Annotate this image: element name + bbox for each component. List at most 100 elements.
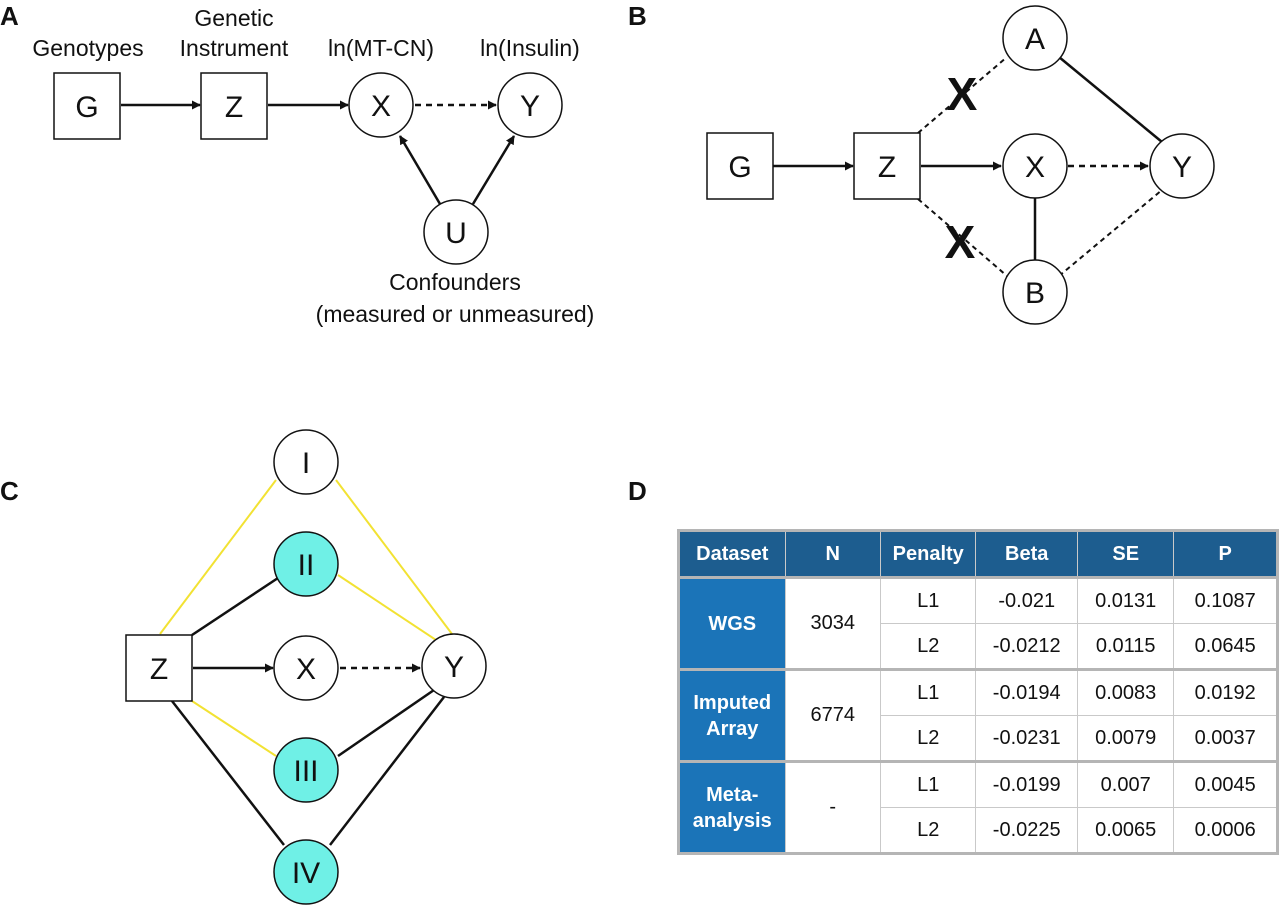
edge-z-i-c <box>159 479 277 635</box>
caption-confounders-line1: Confounders <box>389 269 521 295</box>
penalty-cell: L2 <box>879 807 977 854</box>
se-cell: 0.0115 <box>1076 623 1175 670</box>
results-table: Dataset N Penalty Beta SE P WGS 3034 L1 … <box>677 529 1279 855</box>
caption-genotypes: Genotypes <box>32 35 143 61</box>
header-dataset: Dataset <box>678 530 786 578</box>
svg-text:X: X <box>296 653 316 686</box>
table-row: Meta-analysis - L1 -0.0199 0.007 0.0045 <box>678 760 1278 854</box>
svg-text:U: U <box>445 217 467 250</box>
blocked-mark-lower: X <box>945 216 976 268</box>
caption-instrument-line1: Genetic <box>194 5 273 31</box>
edge-ii-y-c <box>337 574 437 641</box>
edge-i-y-c <box>335 479 453 635</box>
beta-cell: -0.021 <box>975 576 1078 624</box>
p-cell: 0.1087 <box>1173 576 1278 624</box>
se-cell: 0.0065 <box>1076 807 1175 854</box>
beta-cell: -0.0199 <box>975 760 1078 808</box>
header-n: N <box>784 530 882 578</box>
penalty-cell: L1 <box>879 576 977 624</box>
panel-label-a: A <box>0 1 19 31</box>
svg-text:G: G <box>75 91 98 124</box>
svg-text:Z: Z <box>878 151 896 184</box>
panel-label-c: C <box>0 476 19 506</box>
panel-label-b: B <box>628 1 647 31</box>
node-y: Y <box>497 72 563 138</box>
node-ii-c: II <box>273 531 339 597</box>
se-cell: 0.0079 <box>1076 715 1175 762</box>
panel-label-d: D <box>628 476 647 506</box>
node-z-c: Z <box>125 634 193 702</box>
p-cell: 0.0045 <box>1173 760 1278 808</box>
dataset-label-line1: Imputed <box>693 691 772 714</box>
node-z-b: Z <box>853 132 921 200</box>
svg-text:X: X <box>1025 151 1045 184</box>
blocked-mark-upper: X <box>947 68 978 120</box>
header-p: P <box>1173 530 1278 578</box>
svg-text:Z: Z <box>150 653 168 686</box>
edge-z-iii-c <box>191 700 277 757</box>
svg-text:Y: Y <box>520 90 540 123</box>
edge-iv-y-c <box>329 696 445 846</box>
table-row: WGS 3034 L1 -0.021 0.0131 0.1087 <box>678 576 1278 670</box>
p-cell: 0.0192 <box>1173 668 1278 716</box>
edge-u-x <box>398 135 442 205</box>
n-cell: 3034 <box>784 576 882 670</box>
edge-z-ii-c <box>191 576 279 637</box>
node-u: U <box>423 199 489 265</box>
svg-text:III: III <box>293 755 318 788</box>
node-iv-c: IV <box>273 839 339 905</box>
penalty-cell: L2 <box>879 623 977 670</box>
dataset-cell: Meta-analysis <box>678 760 786 854</box>
svg-text:IV: IV <box>292 857 320 890</box>
p-cell: 0.0037 <box>1173 715 1278 762</box>
p-cell: 0.0645 <box>1173 623 1278 670</box>
svg-text:X: X <box>371 90 391 123</box>
dataset-label-line1: WGS <box>708 612 757 635</box>
node-a-b: A <box>1002 5 1068 71</box>
beta-cell: -0.0212 <box>975 623 1078 670</box>
penalty-cell: L1 <box>879 668 977 716</box>
n-cell: 6774 <box>784 668 882 762</box>
svg-text:B: B <box>1025 277 1045 310</box>
node-x-c: X <box>273 635 339 701</box>
caption-confounders-line2: (measured or unmeasured) <box>316 301 595 327</box>
node-b-b: B <box>1002 259 1068 325</box>
beta-cell: -0.0194 <box>975 668 1078 716</box>
node-x-b: X <box>1002 133 1068 199</box>
header-se: SE <box>1076 530 1175 578</box>
svg-text:II: II <box>298 549 315 582</box>
node-g: G <box>53 72 121 140</box>
header-penalty: Penalty <box>879 530 977 578</box>
svg-text:A: A <box>1025 23 1045 56</box>
beta-cell: -0.0231 <box>975 715 1078 762</box>
se-cell: 0.007 <box>1076 760 1175 808</box>
n-cell: - <box>784 760 882 854</box>
caption-outcome: ln(Insulin) <box>480 35 580 61</box>
beta-cell: -0.0225 <box>975 807 1078 854</box>
edge-z-a-b <box>917 56 1008 134</box>
caption-instrument-line2: Instrument <box>180 35 289 61</box>
caption-exposure: ln(MT-CN) <box>328 35 434 61</box>
svg-text:Y: Y <box>444 651 464 684</box>
header-beta: Beta <box>975 530 1078 578</box>
penalty-cell: L2 <box>879 715 977 762</box>
se-cell: 0.0131 <box>1076 576 1175 624</box>
edge-z-iv-c <box>171 700 285 846</box>
svg-text:Z: Z <box>225 91 243 124</box>
svg-text:G: G <box>728 151 751 184</box>
edge-u-y <box>471 135 516 205</box>
edge-bnode-y-b <box>1058 189 1163 277</box>
table-row: L2 -0.0225 0.0065 0.0006 <box>679 807 1278 854</box>
panel-a: A Genotypes Genetic Instrument ln(MT-CN)… <box>0 1 594 327</box>
dataset-label-line1: Meta- <box>706 783 759 806</box>
table-header-row: Dataset N Penalty Beta SE P <box>678 530 1278 578</box>
node-i-c: I <box>273 429 339 495</box>
node-x: X <box>348 72 414 138</box>
table-row: L2 -0.0212 0.0115 0.0645 <box>679 623 1278 670</box>
se-cell: 0.0083 <box>1076 668 1175 716</box>
node-g-b: G <box>706 132 774 200</box>
panel-b: B G Z A X B Y X <box>628 1 1215 325</box>
